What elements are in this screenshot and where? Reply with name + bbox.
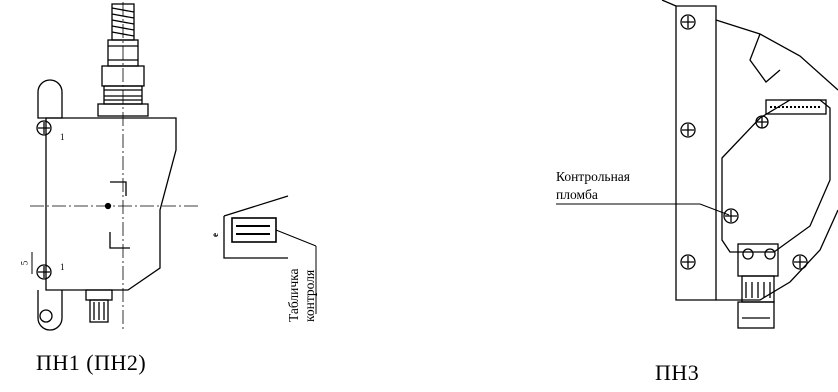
caption-pn3: ПН3	[655, 360, 700, 385]
centerlines-left	[30, 2, 200, 330]
control-plate-detail	[223, 195, 317, 314]
inner-cover	[721, 99, 831, 253]
control-seal-screw	[723, 208, 739, 224]
bottom-plug	[85, 289, 113, 323]
plate-callout-line1: Табличка	[286, 268, 301, 322]
mounting-ear-bottom	[37, 290, 63, 331]
pn3-housing	[715, 19, 838, 301]
seal-label-line2: пломба	[556, 187, 598, 202]
dim-1-top-label: 1	[60, 132, 65, 142]
pn3-connector	[737, 243, 779, 329]
sensor-body	[45, 117, 177, 291]
dim-5-label: 5	[19, 260, 30, 266]
caption-pn1-pn2: ПН1 (ПН2)	[36, 350, 147, 375]
dim-1-bottom-label: 1	[60, 262, 65, 272]
pn3-view	[661, 0, 838, 329]
plate-callout-line2: контроля	[302, 269, 317, 322]
mounting-ear-top	[37, 79, 63, 119]
mounting-rail	[675, 5, 717, 301]
dim-e-label: е	[210, 233, 220, 237]
terminal-strip	[765, 99, 827, 115]
pn1-side-view	[36, 3, 177, 331]
seal-label-line1: Контрольная	[556, 169, 631, 184]
